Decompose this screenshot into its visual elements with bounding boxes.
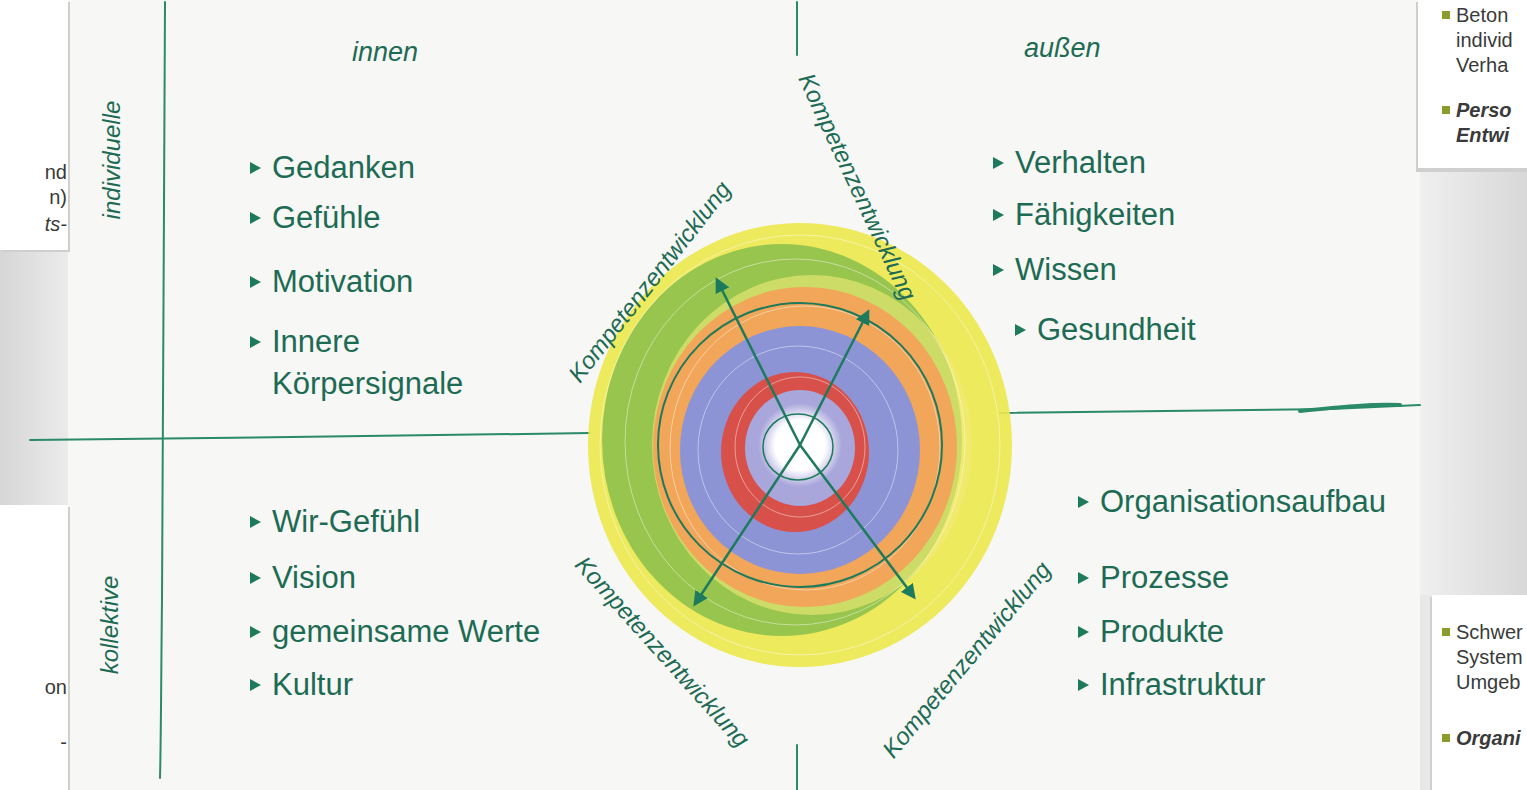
diagram-panel bbox=[68, 0, 1420, 790]
cropped-text: Perso Entwi bbox=[1456, 98, 1524, 148]
list-item: Fähigkeiten bbox=[1015, 194, 1175, 236]
list-item: gemeinsame Werte bbox=[272, 611, 540, 653]
ring-lilac bbox=[745, 390, 855, 506]
slide-panel bbox=[1432, 595, 1527, 790]
row-heading: kollektive bbox=[94, 576, 126, 675]
radial-arrow bbox=[800, 312, 868, 445]
quadrant-lines bbox=[30, 2, 1420, 790]
arrow-label: Kompetenzentwicklung bbox=[563, 176, 738, 388]
list-item: Motivation bbox=[272, 261, 413, 303]
list-item: Produkte bbox=[1100, 611, 1224, 653]
cropped-text: on bbox=[17, 675, 67, 700]
radial-arrow bbox=[800, 445, 914, 597]
list-item: Infrastruktur bbox=[1100, 664, 1265, 706]
sketch-strokes bbox=[600, 235, 1000, 655]
column-heading: innen bbox=[352, 34, 418, 70]
cropped-text: - bbox=[37, 730, 67, 755]
list-item: Gedanken bbox=[272, 147, 415, 189]
cropped-text: nd n) bbox=[33, 160, 67, 210]
ring-blue bbox=[680, 326, 920, 574]
radial-arrows bbox=[695, 280, 914, 604]
slide-panel bbox=[0, 505, 68, 790]
list-item: Organisationsaufbau bbox=[1100, 481, 1386, 523]
slide-panel bbox=[0, 0, 68, 250]
ring-light bbox=[652, 275, 972, 615]
list-item: Wir-Gefühl bbox=[272, 501, 420, 543]
list-item: Gefühle bbox=[272, 197, 381, 239]
cropped-text: Beton individ Verha bbox=[1456, 3, 1524, 78]
divider-line bbox=[796, 2, 798, 55]
list-item: Wissen bbox=[1015, 249, 1117, 291]
column-heading: außen bbox=[1024, 30, 1101, 66]
arrow-label: Kompetenzentwicklung bbox=[877, 556, 1058, 764]
row-heading: individuelle bbox=[96, 101, 128, 220]
radial-arrow bbox=[717, 280, 800, 445]
list-item: Prozesse bbox=[1100, 557, 1229, 599]
side-gradient bbox=[1418, 170, 1527, 595]
cropped-text: ts- bbox=[17, 212, 67, 237]
divider-line bbox=[30, 433, 590, 440]
cropped-text: Schwer System Umgeb bbox=[1456, 620, 1524, 695]
divider-line bbox=[796, 745, 798, 790]
slide-panel bbox=[1418, 0, 1527, 168]
list-item: Innere Körpersignale bbox=[272, 321, 507, 405]
list-item: Verhalten bbox=[1015, 142, 1146, 184]
cropped-text: Organi bbox=[1456, 726, 1524, 751]
list-item: Vision bbox=[272, 557, 356, 599]
arrow-label: Kompetenzentwicklung bbox=[569, 551, 756, 754]
list-item: Kultur bbox=[272, 664, 353, 706]
side-gradient bbox=[0, 250, 70, 505]
divider-line bbox=[160, 2, 165, 778]
ring-orange bbox=[653, 287, 957, 607]
radial-arrow bbox=[695, 445, 800, 604]
arrow-label: Kompetenzentwicklung bbox=[792, 69, 922, 305]
divider-line bbox=[1300, 405, 1400, 411]
list-item: Gesundheit bbox=[1037, 309, 1196, 351]
divider-line bbox=[1000, 405, 1420, 413]
